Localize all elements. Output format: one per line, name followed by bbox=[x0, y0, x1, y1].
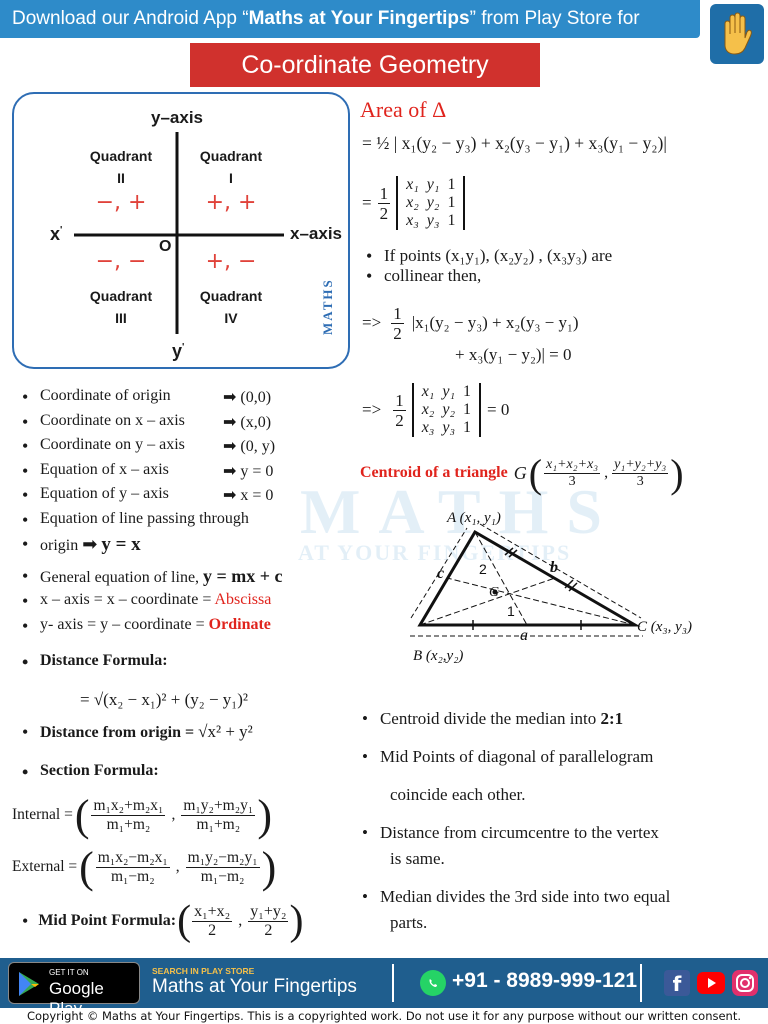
google-play-badge[interactable]: GET IT ON Google Play bbox=[8, 962, 140, 1018]
list-item-general-line: General equation of line, y = mx + c bbox=[18, 566, 338, 591]
list-item: •Centroid divide the median into 2:1 bbox=[362, 709, 624, 728]
side-a-label: a bbox=[520, 627, 528, 644]
coordinate-facts-list: Coordinate of origin➡ (0,0) Coordinate o… bbox=[18, 387, 338, 640]
facebook-icon[interactable]: f bbox=[664, 970, 690, 996]
quadrant-3-sign: −, − bbox=[95, 249, 147, 274]
area-heading: Area of Δ bbox=[360, 97, 447, 122]
distance-origin-item: Distance from origin = √x² + y² bbox=[18, 722, 348, 743]
centroid-facts-list: •Centroid divide the median into 2:1 •Mi… bbox=[362, 700, 762, 936]
page-title: Co-ordinate Geometry bbox=[190, 43, 540, 87]
side-b-label: b bbox=[550, 559, 558, 576]
list-item: •Mid Points of diagonal of parallelogram bbox=[362, 747, 654, 766]
side-c-label: c bbox=[437, 565, 444, 582]
vertical-brand-mark: MATHS bbox=[320, 278, 335, 335]
line-origin-continued: origin ➡ y = x bbox=[18, 534, 338, 566]
distance-heading: Distance Formula: bbox=[18, 652, 348, 688]
quadrant-2-sign: −, + bbox=[95, 190, 147, 215]
list-item: •Distance from circumcentre to the verte… bbox=[362, 823, 659, 842]
y-prime-label: y' bbox=[172, 341, 185, 361]
quadrant-2: Quadrant II −, + bbox=[66, 148, 176, 215]
phone-number[interactable]: +91 - 8989-999-121 bbox=[452, 969, 638, 992]
list-item-line-origin: Equation of line passing through bbox=[18, 510, 338, 535]
banner-app-name: Maths at Your Fingertips bbox=[248, 8, 470, 29]
origin-label: O bbox=[159, 238, 172, 255]
centroid-g-label: G bbox=[489, 585, 499, 600]
banner-prefix: Download our Android App “ bbox=[12, 8, 249, 29]
list-item: Coordinate on y – axis➡ (0, y) bbox=[18, 436, 338, 461]
list-item: •Median divides the 3rd side into two eq… bbox=[362, 887, 671, 906]
vertex-c-label: C (x₃, y₃) bbox=[637, 619, 692, 635]
area-formula-1: = ½ | x₁(y₂ − y₃) + x₂(y₃ − y₁) + x₃(y₁ … bbox=[362, 133, 667, 153]
quadrant-4-sign: +, − bbox=[205, 249, 257, 274]
footer-bar: GET IT ON Google Play SEARCH IN PLAY STO… bbox=[0, 958, 768, 1018]
distance-origin-section: Distance from origin = √x² + y² bbox=[18, 722, 348, 743]
list-item: Equation of x – axis➡ y = 0 bbox=[18, 461, 338, 486]
x-prime-label: x' bbox=[50, 224, 63, 244]
play-store-icon bbox=[19, 972, 39, 996]
ratio-2-label: 2 bbox=[479, 561, 487, 577]
quadrant-diagram: y–axis x–axis x' y' O Quadrant II −, + Q… bbox=[12, 92, 350, 369]
centroid-triangle-diagram: A (x₁, y₁) B (x₂,y₂) C (x₃, y₃) a b c G … bbox=[410, 510, 692, 664]
instagram-icon[interactable] bbox=[732, 970, 758, 996]
ratio-1-label: 1 bbox=[507, 603, 515, 619]
x-axis-label: x–axis bbox=[290, 224, 342, 243]
quadrant-1-sign: +, + bbox=[205, 190, 257, 215]
list-item-ordinate: y- axis = y – coordinate = Ordinate bbox=[18, 616, 338, 641]
youtube-icon[interactable] bbox=[697, 972, 725, 994]
collinear-item: If points (x₁y₁), (x₂y₂) , (x₃y₃) are co… bbox=[362, 246, 762, 287]
footer-app-name: Maths at Your Fingertips bbox=[152, 976, 357, 997]
collinear-formula-2: + x₃(y₁ − y₂)| = 0 bbox=[455, 345, 572, 364]
footer-divider-2 bbox=[640, 964, 642, 1002]
list-item: Coordinate of origin➡ (0,0) bbox=[18, 387, 338, 412]
copyright-notice: Copyright © Maths at Your Fingertips. Th… bbox=[26, 1009, 742, 1023]
vertex-a-label: A (x₁, y₁) bbox=[446, 510, 501, 526]
distance-section: Distance Formula: bbox=[18, 652, 348, 688]
banner-suffix: ” from Play Store for more... bbox=[12, 8, 640, 67]
collinear-continued: collinear then, bbox=[362, 266, 762, 287]
footer-divider bbox=[392, 964, 394, 1002]
distance-formula: = √(x₂ − x₁)² + (y₂ − y₁)² bbox=[80, 690, 248, 709]
quadrant-3: −, − Quadrant III bbox=[66, 249, 176, 326]
quadrant-4: +, − Quadrant IV bbox=[176, 249, 286, 326]
search-play-store-label: SEARCH IN PLAY STORE bbox=[152, 966, 255, 976]
whatsapp-icon[interactable] bbox=[420, 970, 446, 996]
list-item-continued: is same. bbox=[390, 849, 445, 868]
list-item: Coordinate on x – axis➡ (x,0) bbox=[18, 412, 338, 437]
download-banner[interactable]: Download our Android App “Maths at Your … bbox=[0, 0, 700, 67]
list-item-abscissa: x – axis = x – coordinate = Abscissa bbox=[18, 591, 338, 616]
hand-logo-icon bbox=[710, 4, 764, 64]
vertex-b-label: B (x₂,y₂) bbox=[413, 648, 463, 664]
quadrant-1: Quadrant I +, + bbox=[176, 148, 286, 215]
watermark-brand: MATHS bbox=[300, 476, 620, 547]
centroid-heading: Centroid of a triangle bbox=[360, 464, 508, 481]
list-item-continued: coincide each other. bbox=[390, 785, 526, 804]
list-item-continued: parts. bbox=[390, 913, 428, 932]
section-formula-heading: Section Formula: bbox=[18, 762, 348, 783]
list-item: Equation of y – axis➡ x = 0 bbox=[18, 485, 338, 510]
y-axis-label: y–axis bbox=[151, 108, 203, 127]
